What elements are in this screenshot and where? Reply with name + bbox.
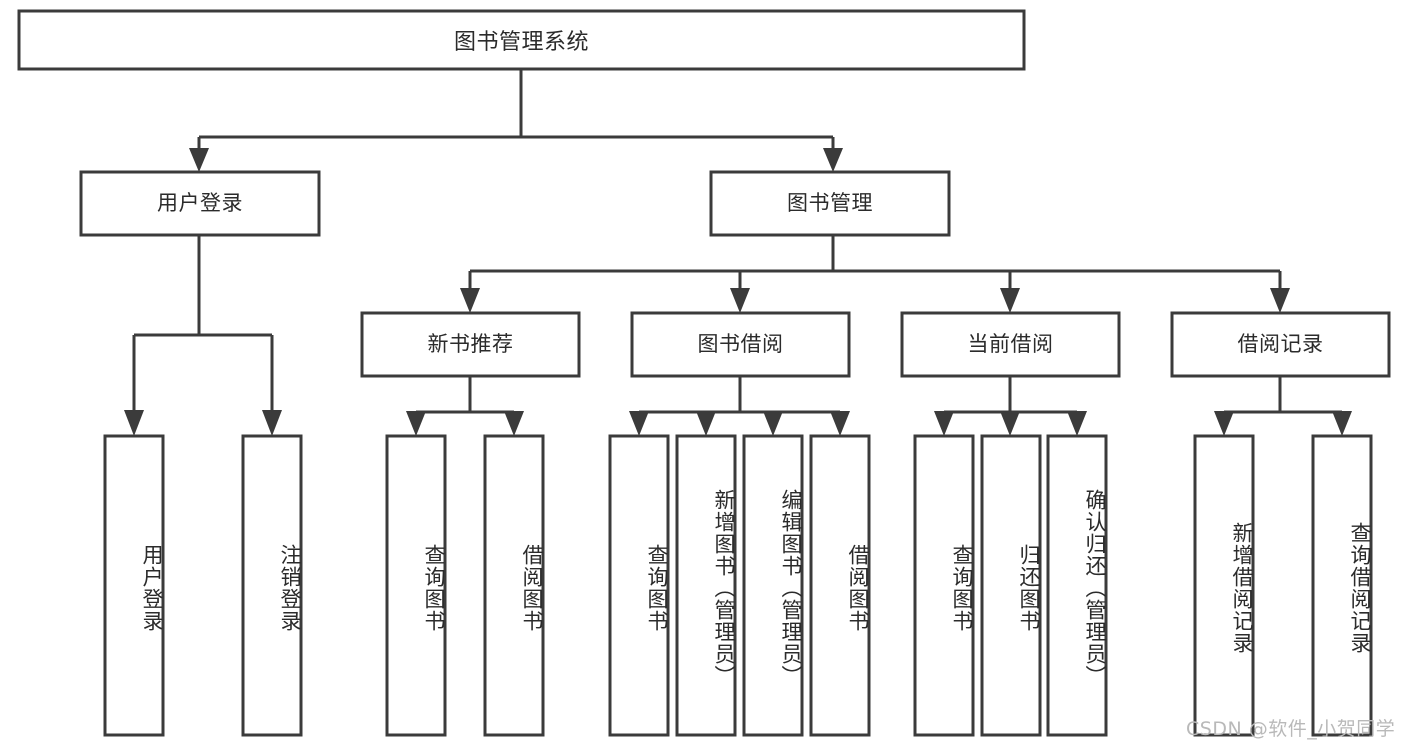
- connector-group-borrow-record: [1214, 376, 1352, 436]
- leaf-box-new-book-1[interactable]: [385, 434, 447, 737]
- arrow-head-bookborrow-leaf-3: [763, 411, 783, 436]
- arrow-head-root-to-bookmgmt: [823, 148, 843, 172]
- arrow-head-bookborrow-leaf-2: [696, 411, 716, 436]
- arrow-head-currentborrow-leaf-1: [934, 411, 954, 436]
- arrow-head-bookborrow-leaf-1: [629, 411, 649, 436]
- connector-group-new-book: [406, 376, 524, 436]
- leaf-box-current-borrow-1[interactable]: [913, 434, 975, 737]
- leaf-box-borrow-record-2[interactable]: [1311, 434, 1373, 737]
- node-box-book-borrow[interactable]: [630, 311, 851, 378]
- arrow-head-newbook-leaf-1: [406, 411, 426, 436]
- arrow-head-currentborrow-leaf-3: [1067, 411, 1087, 436]
- arrow-head-borrowrecord-leaf-2: [1332, 411, 1352, 436]
- leaf-box-user-login-1[interactable]: [103, 434, 165, 737]
- connector-group-user-login: [124, 235, 282, 436]
- arrow-head-currentborrow-leaf-2: [1000, 411, 1020, 436]
- node-box-user-login[interactable]: [79, 170, 321, 237]
- leaf-box-book-borrow-3[interactable]: [742, 434, 804, 737]
- leaf-box-book-borrow-1[interactable]: [608, 434, 670, 737]
- arrow-head-login-leaf-2: [262, 410, 282, 436]
- arrow-head-root-to-login: [189, 148, 209, 172]
- arrow-head-bookmgmt-child-3: [1000, 288, 1020, 313]
- leaf-box-borrow-record-1[interactable]: [1193, 434, 1255, 737]
- watermark: CSDN @软件_小贺同学: [1186, 718, 1396, 740]
- leaf-box-current-borrow-3[interactable]: [1046, 434, 1108, 737]
- node-box-current-borrow[interactable]: [900, 311, 1121, 378]
- leaf-box-book-borrow-2[interactable]: [675, 434, 737, 737]
- arrow-head-login-leaf-1: [124, 410, 144, 436]
- leaf-box-user-login-2[interactable]: [241, 434, 303, 737]
- arrow-head-bookmgmt-child-2: [730, 288, 750, 313]
- connector-group-book-management: [460, 235, 1290, 313]
- arrow-head-bookmgmt-child-1: [460, 288, 480, 313]
- connector-group-book-borrow: [629, 376, 850, 436]
- connector-group-root: [189, 69, 843, 172]
- node-box-borrow-record[interactable]: [1170, 311, 1391, 378]
- arrow-head-bookborrow-leaf-4: [830, 411, 850, 436]
- arrow-head-bookmgmt-child-4: [1270, 288, 1290, 313]
- leaf-box-book-borrow-4[interactable]: [809, 434, 871, 737]
- leaf-box-new-book-2[interactable]: [483, 434, 545, 737]
- node-box-book-management[interactable]: [709, 170, 951, 237]
- arrow-head-borrowrecord-leaf-1: [1214, 411, 1234, 436]
- node-box-root[interactable]: [17, 9, 1026, 71]
- arrow-head-newbook-leaf-2: [504, 411, 524, 436]
- connector-group-current-borrow: [934, 376, 1087, 436]
- leaf-box-current-borrow-2[interactable]: [980, 434, 1042, 737]
- node-box-new-book-recommend[interactable]: [360, 311, 581, 378]
